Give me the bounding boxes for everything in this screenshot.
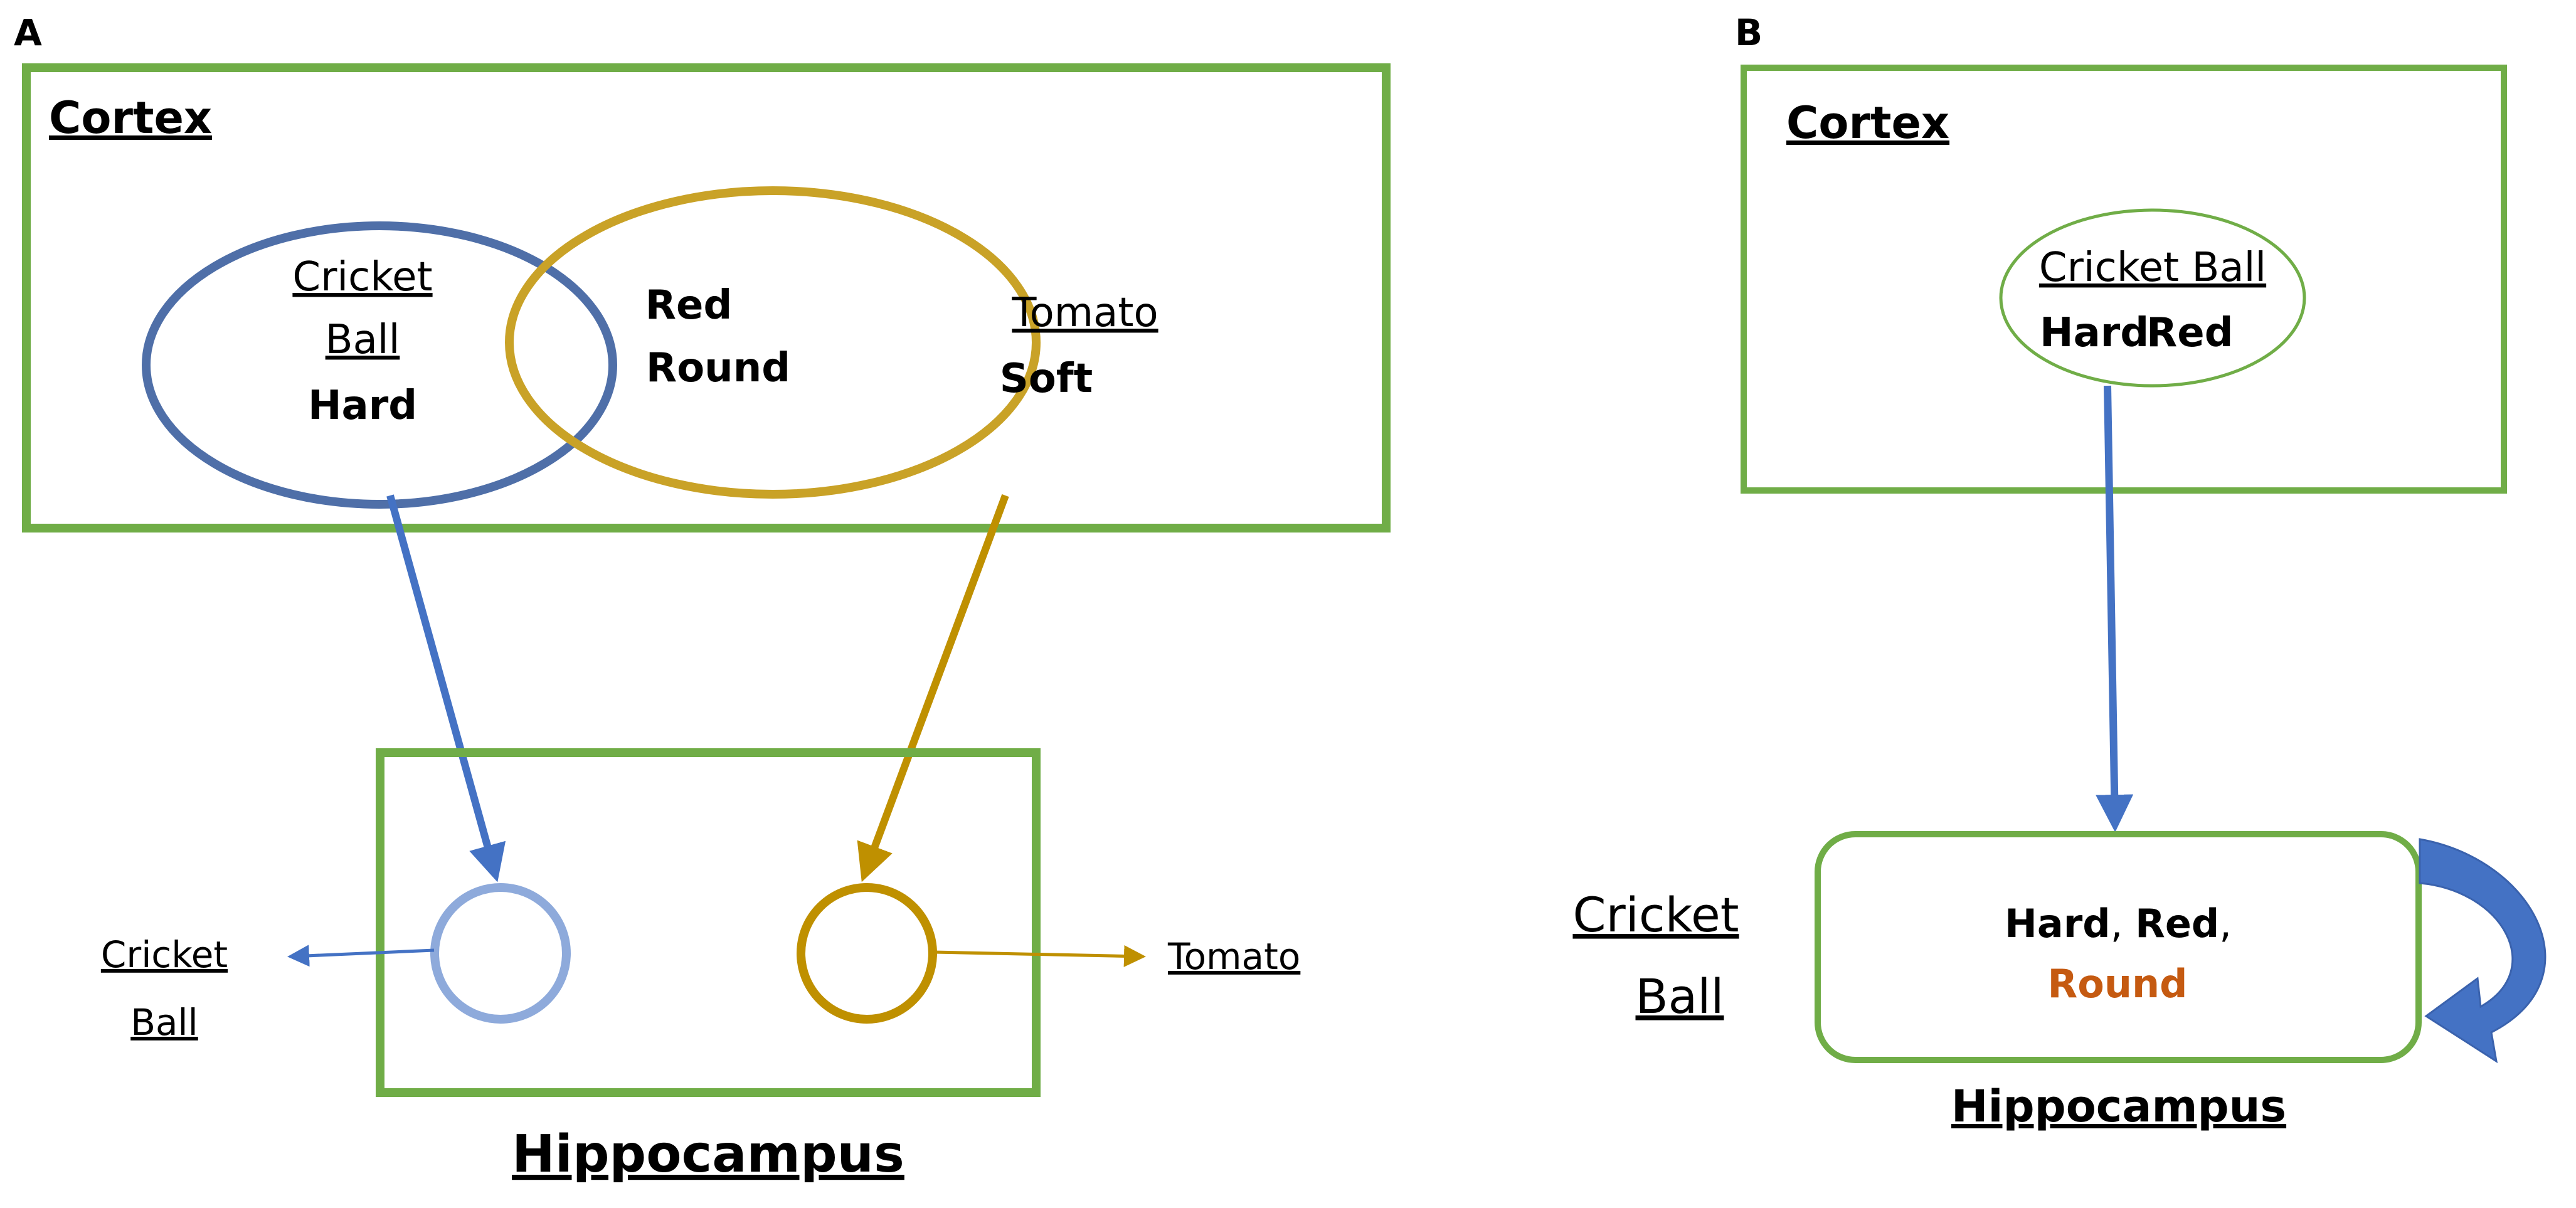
hippo-feature-round: Round [2048,961,2188,1007]
output-cricket-line2: Ball [130,1001,198,1044]
cricket-ball-label-line1: Cricket [292,254,432,300]
panel-b-encode-arrow [2096,385,2134,832]
panel-b-hippocampus-box [1815,831,2422,1063]
tomato-label: Tomato [1011,290,1158,336]
panel-b-hippocampus-title: Hippocampus [1951,1081,2286,1132]
panel-a-hippocampus-title: Hippocampus [512,1125,904,1184]
tomato-arrow [857,494,1009,882]
panel-b-side-label-line2: Ball [1636,968,1724,1024]
panel-b-hippocampus-features: Hard, Red, [2005,901,2232,946]
hippo-sep-2: , [2219,901,2232,946]
tomato-output-arrow [933,945,1146,967]
panel-b-cricket-ball-ellipse [1999,208,2306,388]
panel-b-feature-red: Red [2146,310,2234,356]
tomato-ellipse [505,186,1041,499]
cricket-ball-neuron [430,883,571,1024]
panel-b-letter: B [1735,11,1762,54]
panel-a-letter: A [14,11,42,54]
hippo-sep-1: , [2111,901,2135,946]
panel-b-side-label-line1: Cricket [1572,887,1739,943]
tomato-feature: Soft [1000,356,1093,402]
output-cricket-line1: Cricket [101,933,228,976]
cricket-ball-arrow [386,494,506,882]
cricket-ball-feature: Hard [308,383,417,429]
hippo-feature-hard: Hard [2005,901,2111,946]
cricket-ball-label-line2: Ball [326,317,400,363]
panel-a-cortex-box [22,63,1391,532]
panel-a-cortex-title: Cortex [49,92,212,144]
shared-feature-red: Red [645,282,733,329]
panel-b-cortex-box [1741,65,2507,494]
panel-a-hippocampus-box [376,748,1041,1097]
output-tomato: Tomato [1167,935,1300,978]
panel-b-recurrent-arrow [2419,838,2547,1064]
shared-feature-round: Round [646,345,790,391]
hippo-feature-red: Red [2135,901,2219,946]
panel-b-cortex-title: Cortex [1786,97,1949,149]
tomato-neuron [797,883,937,1024]
panel-b-ellipse-label: Cricket Ball [2039,245,2266,291]
cricket-ball-ellipse [142,221,617,509]
panel-b-feature-hard: Hard [2040,310,2149,356]
cricket-ball-output-arrow [287,945,435,967]
